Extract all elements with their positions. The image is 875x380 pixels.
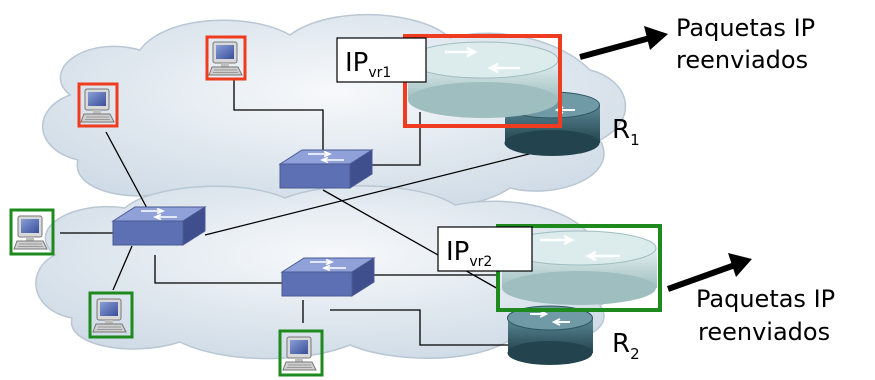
forwarded-label-bottom-line1: Paquetas IP: [696, 285, 835, 313]
svg-text:IPvr1: IPvr1: [345, 48, 391, 81]
router-r1-letter: R: [612, 115, 630, 145]
router-r1-sub: 1: [630, 131, 640, 149]
red-highlight-frame: [205, 35, 247, 81]
switch-lower: [281, 257, 375, 297]
link-switch-left-r1-dark: [204, 149, 546, 236]
ip-vr1-base: IP: [345, 48, 368, 78]
link-switch-lower-r2-dark: [330, 309, 510, 346]
router-r2-letter: R: [612, 329, 630, 359]
green-highlight-frame: [88, 291, 134, 339]
forward-arrow-r1: [579, 26, 668, 60]
ip-vr1-label: IPvr1: [336, 37, 427, 83]
switch-upper: [279, 149, 373, 189]
router-r2-label: R2: [612, 329, 640, 363]
workstation-top: [205, 35, 247, 81]
ip-vr1-sub: vr1: [368, 65, 391, 81]
workstation-upper-left: [77, 82, 119, 128]
router-r2-sub: 2: [630, 345, 640, 363]
svg-text:IPvr2: IPvr2: [446, 237, 492, 270]
forwarded-label-bottom-line2: reenviados: [698, 318, 830, 346]
link-switch-upper-r2-light: [322, 189, 501, 291]
red-highlight-frame: [77, 82, 119, 128]
switch-left: [112, 206, 206, 246]
link-pc-top-switch-upper: [233, 78, 324, 152]
link-pc-topleft-switch-left: [105, 131, 149, 211]
ip-vr2-sub: vr2: [469, 254, 492, 270]
link-pc-bottomleft-switch-left: [112, 245, 133, 291]
network-links: [60, 78, 546, 346]
green-highlight-frame: [9, 208, 55, 256]
workstation-bottom: [278, 329, 324, 377]
ip-vr2-label: IPvr2: [437, 226, 533, 272]
link-switch-left-switch-lower: [154, 255, 282, 284]
link-switch-upper-r1: [368, 112, 421, 166]
workstation-left: [9, 208, 55, 256]
workstation-bottom-left: [88, 291, 134, 339]
router-r2-dark: [507, 305, 593, 365]
forwarded-label-top-line1: Paquetas IP: [676, 14, 815, 42]
forwarded-label-top-line2: reenviados: [676, 46, 808, 74]
ip-vr2-base: IP: [446, 237, 469, 267]
router-r1-label: R1: [612, 115, 640, 149]
forward-arrow-r2: [666, 253, 752, 292]
virtual-router-vr1: [407, 41, 559, 118]
green-highlight-frame: [278, 329, 324, 377]
